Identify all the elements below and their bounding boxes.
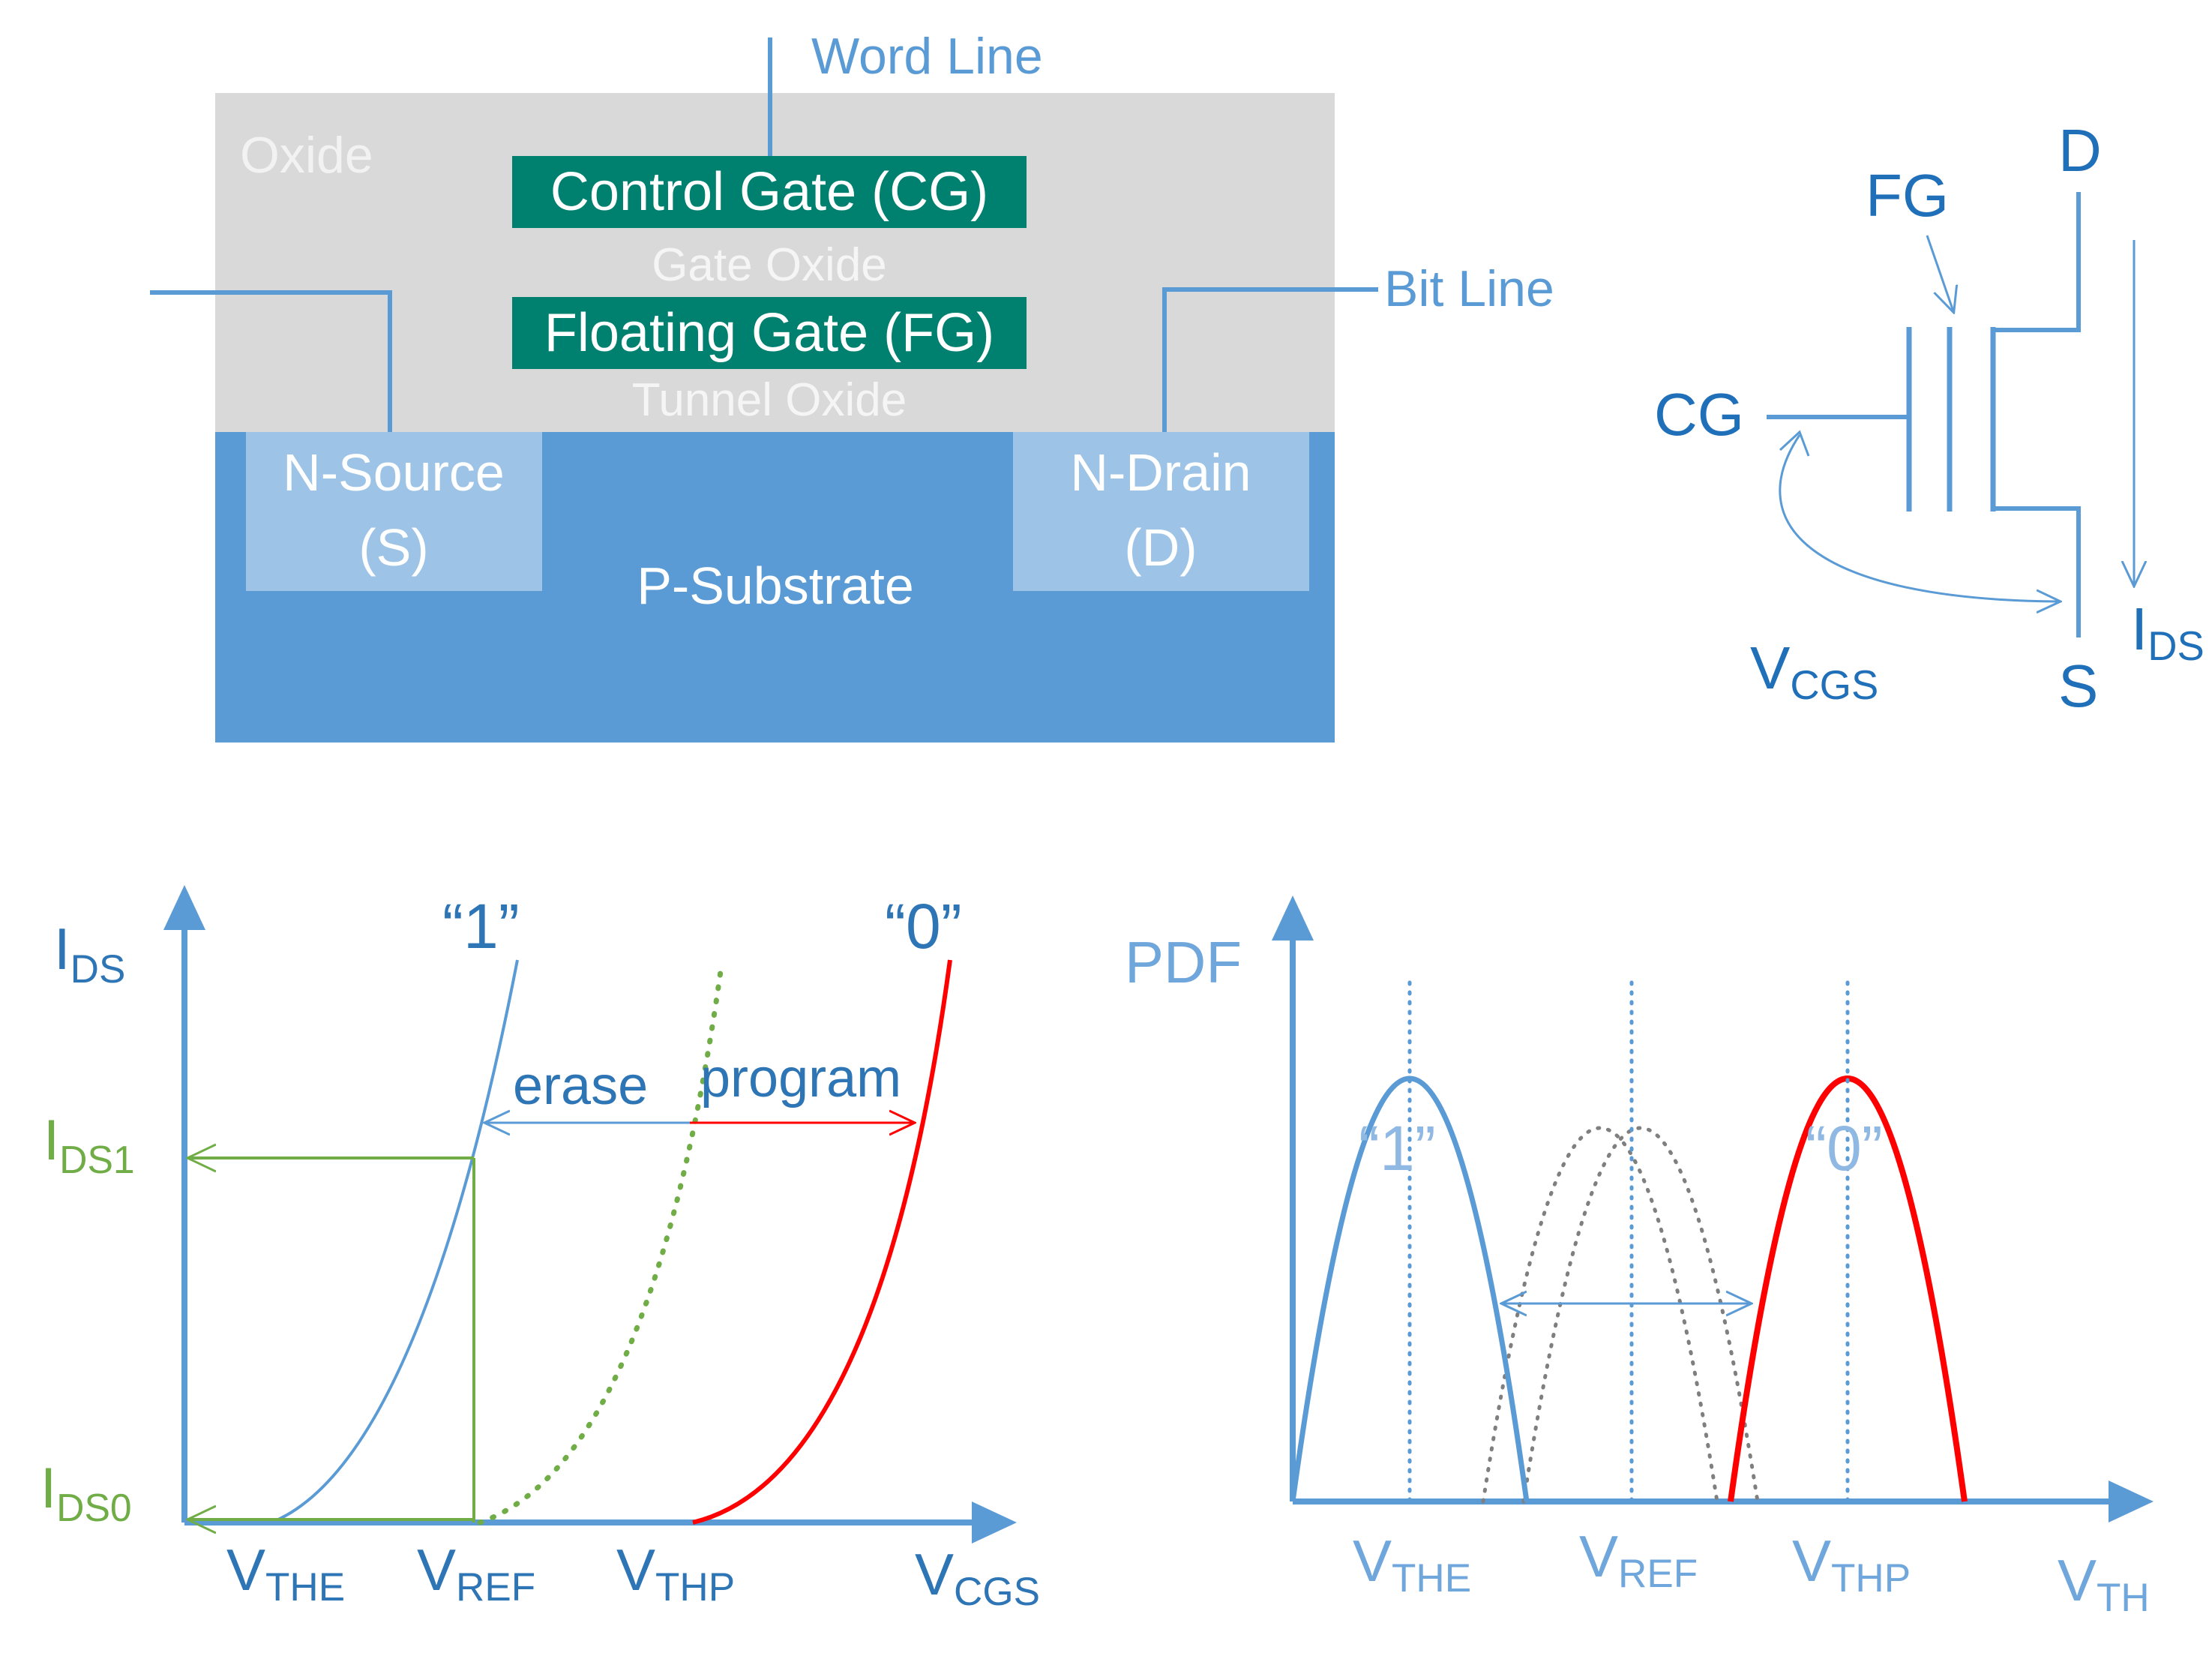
pdf-vthe-label: VTHE bbox=[1353, 1528, 1471, 1600]
pdf-label-0: “0” bbox=[1806, 1113, 1883, 1184]
vth-axis-label: VTH bbox=[2058, 1547, 2150, 1620]
label-1: “1” bbox=[442, 891, 520, 962]
ids1-label: IDS1 bbox=[43, 1108, 135, 1181]
floating-gate-label: Floating Gate (FG) bbox=[544, 303, 994, 363]
pdf-x-axis-arrowhead bbox=[2109, 1480, 2154, 1522]
bit-line-wire bbox=[1162, 287, 1378, 432]
cg-label: CG bbox=[1654, 381, 1744, 448]
pdf-vthp-label: VTHP bbox=[1792, 1528, 1911, 1600]
iv-characteristic-plot: IDS IDS1 IDS0 “1” “0” erase program VTHE… bbox=[40, 885, 1040, 1614]
program-label: program bbox=[700, 1048, 901, 1108]
n-drain-label: N-Drain bbox=[1070, 443, 1251, 502]
floating-gate bbox=[512, 297, 1027, 369]
drain-d-label: (D) bbox=[1124, 518, 1197, 577]
s-label: S bbox=[2058, 652, 2098, 719]
ids-label: IDS bbox=[2131, 596, 2205, 669]
control-gate-label: Control Gate (CG) bbox=[550, 162, 988, 222]
fg-label: FG bbox=[1866, 162, 1949, 229]
vth-distribution-plot: PDF “1” “0” VTHE VREF VTHP VTH bbox=[1125, 896, 2154, 1620]
vcgs-axis-label: VCGS bbox=[915, 1541, 1040, 1614]
erase-label: erase bbox=[513, 1056, 648, 1116]
p-substrate-label: P-Substrate bbox=[637, 556, 914, 615]
n-source-label: N-Source bbox=[283, 443, 505, 502]
pdf-y-axis-arrowhead bbox=[1272, 896, 1314, 940]
source-s-label: (S) bbox=[358, 518, 428, 577]
n-source-region bbox=[246, 432, 542, 591]
vthe-label: VTHE bbox=[226, 1537, 345, 1610]
control-gate bbox=[512, 156, 1027, 228]
label-0: “0” bbox=[885, 891, 962, 962]
source-line-wire bbox=[150, 290, 392, 432]
source-lead bbox=[1993, 506, 2081, 638]
programmed-curve-0 bbox=[692, 959, 952, 1525]
pdf-vref-label: VREF bbox=[1579, 1523, 1698, 1596]
vref-label: VREF bbox=[417, 1537, 535, 1610]
vcgs-label: VCGS bbox=[1750, 634, 1878, 708]
ids0-label: IDS0 bbox=[40, 1456, 132, 1529]
erased-curve-1 bbox=[271, 959, 519, 1524]
cell-cross-section: Oxide Control Gate (CG) Gate Oxide Float… bbox=[150, 28, 1554, 742]
fg-pointer-arrow bbox=[1926, 235, 1953, 311]
gate-oxide-label: Gate Oxide bbox=[652, 239, 887, 291]
intermediate-distribution-2 bbox=[1521, 1126, 1760, 1504]
d-label: D bbox=[2058, 117, 2102, 184]
reference-curve-dotted bbox=[477, 963, 724, 1526]
vthp-label: VTHP bbox=[616, 1537, 735, 1610]
tunnel-oxide-label: Tunnel Oxide bbox=[632, 374, 907, 426]
oxide-label: Oxide bbox=[240, 127, 373, 184]
bit-line-label: Bit Line bbox=[1384, 260, 1554, 317]
fg-transistor-symbol: FG CG D S VCGS IDS bbox=[1654, 117, 2205, 719]
n-drain-region bbox=[1013, 432, 1309, 591]
iv-y-axis-label: IDS bbox=[54, 916, 125, 992]
pdf-y-axis-label: PDF bbox=[1125, 929, 1242, 995]
drain-lead bbox=[1993, 192, 2081, 332]
oxide-region bbox=[215, 93, 1335, 432]
vcgs-arrow-tail bbox=[1779, 430, 1810, 457]
vcgs-curved-arrow bbox=[1779, 434, 2059, 602]
intermediate-distribution-1 bbox=[1481, 1126, 1719, 1504]
iv-x-axis-arrowhead bbox=[972, 1502, 1017, 1544]
word-line-label: Word Line bbox=[811, 28, 1043, 85]
iv-y-axis-arrowhead bbox=[163, 885, 205, 930]
pdf-label-1: “1” bbox=[1359, 1113, 1436, 1184]
